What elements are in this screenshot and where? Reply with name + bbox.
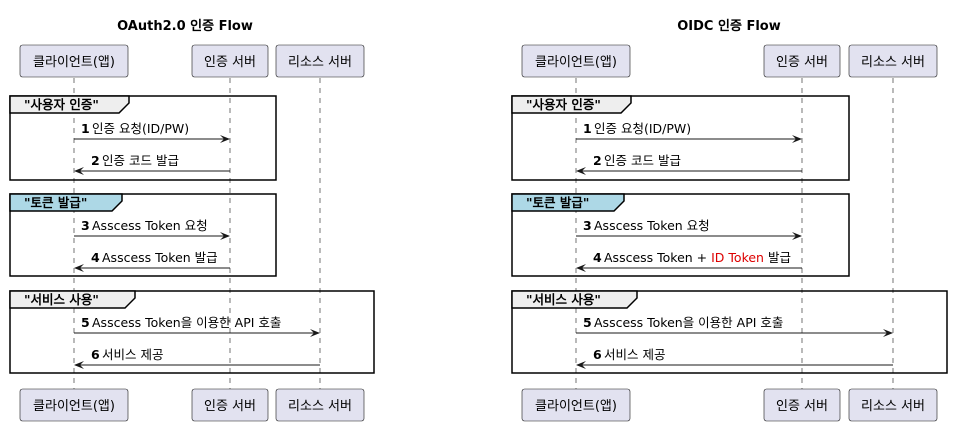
message-number: 2 [91, 153, 100, 168]
group-label-tab [9, 95, 130, 114]
message-highlight: ID Token [711, 250, 764, 265]
participant-box-bottom [521, 388, 631, 422]
diagram-title: OIDC 인증 Flow [677, 18, 780, 34]
group-label: "토큰 발급" [526, 195, 589, 210]
message-label: Asscess Token 발급 [102, 250, 218, 265]
message-number: 3 [81, 218, 90, 233]
message-number: 4 [593, 250, 602, 265]
participant-box-top [19, 44, 129, 78]
participant-label: 리소스 서버 [861, 399, 925, 414]
participant-label: 인증 서버 [776, 55, 828, 70]
message-label: Asscess Token 요청 [594, 218, 710, 233]
message-number: 6 [91, 347, 100, 362]
message-label: Asscess Token 요청 [92, 218, 208, 233]
participant-label: 리소스 서버 [288, 399, 352, 414]
group-frame [511, 193, 850, 277]
message-label: 인증 요청(ID/PW) [594, 121, 691, 136]
group-frame [511, 95, 850, 181]
participant-box-top [763, 44, 841, 78]
message-label: 서비스 제공 [102, 347, 163, 362]
arrow-head [883, 329, 893, 337]
arrow-head [792, 135, 802, 143]
group-frame [9, 193, 277, 277]
group-label: "사용자 인증" [526, 97, 601, 112]
group-label-tab [511, 95, 632, 114]
arrow-head [792, 232, 802, 240]
participant-box-top [848, 44, 938, 78]
participant-label: 인증 서버 [204, 399, 256, 414]
participant-label: 리소스 서버 [288, 55, 352, 70]
participant-box-top [275, 44, 365, 78]
group-label-tab [9, 290, 136, 309]
group-frame [9, 95, 277, 181]
message-label: Asscess Token을 이용한 API 호출 [92, 315, 281, 330]
group-label-tab [511, 290, 638, 309]
participant-label: 클라이언트(앱) [33, 399, 115, 414]
group-frame [511, 290, 948, 374]
arrow-head [220, 135, 230, 143]
arrow-head [576, 167, 586, 175]
participant-box-top [191, 44, 269, 78]
participant-box-top [521, 44, 631, 78]
message-label: 인증 코드 발급 [102, 153, 179, 168]
group-label: "토큰 발급" [24, 195, 87, 210]
message-label: 서비스 제공 [604, 347, 665, 362]
participant-label: 클라이언트(앱) [33, 55, 115, 70]
participant-label: 인증 서버 [776, 399, 828, 414]
message-number: 6 [593, 347, 602, 362]
group-label: "서비스 사용" [24, 292, 99, 307]
participant-label: 클라이언트(앱) [535, 399, 617, 414]
participant-label: 인증 서버 [204, 55, 256, 70]
arrow-head [576, 361, 586, 369]
message-number: 4 [91, 250, 100, 265]
participant-label: 클라이언트(앱) [535, 55, 617, 70]
arrow-head [74, 167, 84, 175]
message-label: 인증 요청(ID/PW) [92, 121, 189, 136]
message-number: 5 [583, 315, 592, 330]
arrow-head [310, 329, 320, 337]
participant-label: 리소스 서버 [861, 55, 925, 70]
message-number: 3 [583, 218, 592, 233]
message-number: 1 [81, 121, 90, 136]
group-frame [9, 290, 375, 374]
participant-box-bottom [848, 388, 938, 422]
arrow-head [74, 361, 84, 369]
message-number: 1 [583, 121, 592, 136]
message-number: 5 [81, 315, 90, 330]
participant-box-bottom [19, 388, 129, 422]
arrow-head [220, 232, 230, 240]
message-label: 인증 코드 발급 [604, 153, 681, 168]
participant-box-bottom [275, 388, 365, 422]
participant-box-bottom [763, 388, 841, 422]
message-label: Asscess Token을 이용한 API 호출 [594, 315, 783, 330]
group-label: "서비스 사용" [526, 292, 601, 307]
diagram-title: OAuth2.0 인증 Flow [117, 18, 253, 34]
message-label: Asscess Token + ID Token 발급 [604, 250, 791, 265]
arrow-head [576, 264, 586, 272]
arrow-head [74, 264, 84, 272]
message-number: 2 [593, 153, 602, 168]
participant-box-bottom [191, 388, 269, 422]
group-label: "사용자 인증" [24, 97, 99, 112]
group-label-tab [511, 193, 625, 212]
group-label-tab [9, 193, 123, 212]
